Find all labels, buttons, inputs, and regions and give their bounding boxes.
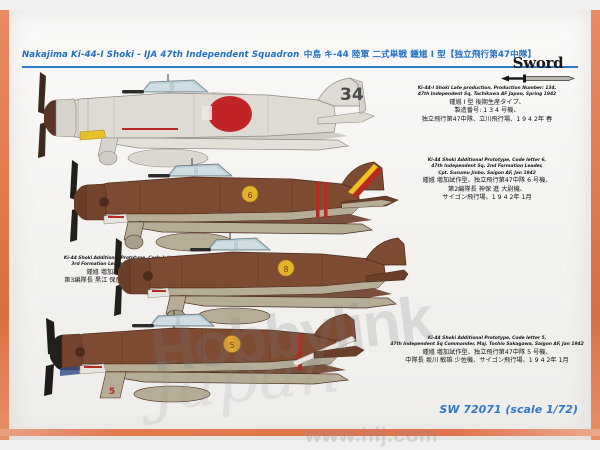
code-letter-3: 8 <box>283 265 288 274</box>
sword-brand-logo: Sword <box>490 56 586 92</box>
caption-4-en-line-1: Ki-44 Shoki Additional Prototype, Code l… <box>427 336 547 341</box>
header: Nakajima Ki-44-I Shoki - IJA 47th Indepe… <box>22 44 578 66</box>
wheel-number-4: 5 <box>109 387 115 397</box>
caption-profile-4: Ki-44 Shoki Additional Prototype, Code l… <box>384 336 590 366</box>
header-title-jp: 中島 キ-44 陸軍 二式単戦 鍾馗 I 型【独立飛行第47中隊】 <box>303 50 537 60</box>
aircraft-profile-3: 8 <box>100 228 410 325</box>
left-edge-bar <box>0 10 9 440</box>
tail-code-1: 34 <box>340 85 364 105</box>
caption-1-en-line-1: Ki-44-I Shoki Late production, Productio… <box>417 86 557 91</box>
caption-2-jp-line-3: サイゴン飛行場、1 9 4 2年 1月 <box>442 194 532 202</box>
caption-1-jp-line-1: 鍾馗 I 型 後期生産タイプ、 <box>449 98 525 106</box>
caption-profile-2: Ki-44 Shoki Additional Prototype, Code l… <box>384 158 590 203</box>
caption-4-jp-line-1: 鍾馗 増加試作型、独立飛行第47中隊 5 号機、 <box>422 348 552 356</box>
sword-icon <box>499 73 577 84</box>
header-rule <box>22 66 578 68</box>
caption-2-jp-line-2: 第2編隊長 神保 進 大尉機、 <box>448 185 526 193</box>
bottom-edge-bar <box>0 429 600 436</box>
caption-profile-1: Ki-44-I Shoki Late production, Productio… <box>384 86 590 125</box>
aircraft-profile-1: 34 <box>18 66 378 168</box>
caption-2-en-line-1: Ki-44 Shoki Additional Prototype, Code l… <box>427 158 547 163</box>
aircraft-profile-4: 5 5 <box>34 306 374 404</box>
aircraft-profile-2: 6 <box>52 152 402 252</box>
code-letter-2: 6 <box>247 191 252 200</box>
caption-2-en-line-3: Cpt. Susumu Jinbo, Saigon AF, Jan 1942 <box>438 170 536 176</box>
code-letter-4: 5 <box>229 341 234 350</box>
right-edge-bar <box>591 10 600 440</box>
caption-4-jp-line-2: 中隊長 坂川 敏雄 少佐機、サイゴン飛行場、1 9 4 2年 1月 <box>405 357 569 365</box>
header-title-en: Nakajima Ki-44-I Shoki - IJA 47th Indepe… <box>22 50 300 60</box>
caption-2-jp-line-1: 鍾馗 増加試作型、独立飛行第47中隊 6 号機、 <box>422 177 552 185</box>
caption-1-jp-line-3: 独立飛行第47中隊、立川飛行場、1 9 4 2年 春 <box>421 116 553 123</box>
product-code: SW 72071 (scale 1/72) <box>439 403 578 416</box>
caption-4-en-line-2: 47th Independent Sq Commander, Maj. Tosh… <box>390 342 584 348</box>
caption-2-en-line-2: 47th Independent Sq, 2nd Formation Leade… <box>431 164 543 170</box>
caption-1-en-line-2: 47th Independent Sq, Tachikawa AF Japan,… <box>417 92 557 98</box>
caption-1-jp-line-2: 製造番号: 1 3 4 号機、 <box>454 107 520 115</box>
sword-wordmark: Sword <box>512 54 564 72</box>
